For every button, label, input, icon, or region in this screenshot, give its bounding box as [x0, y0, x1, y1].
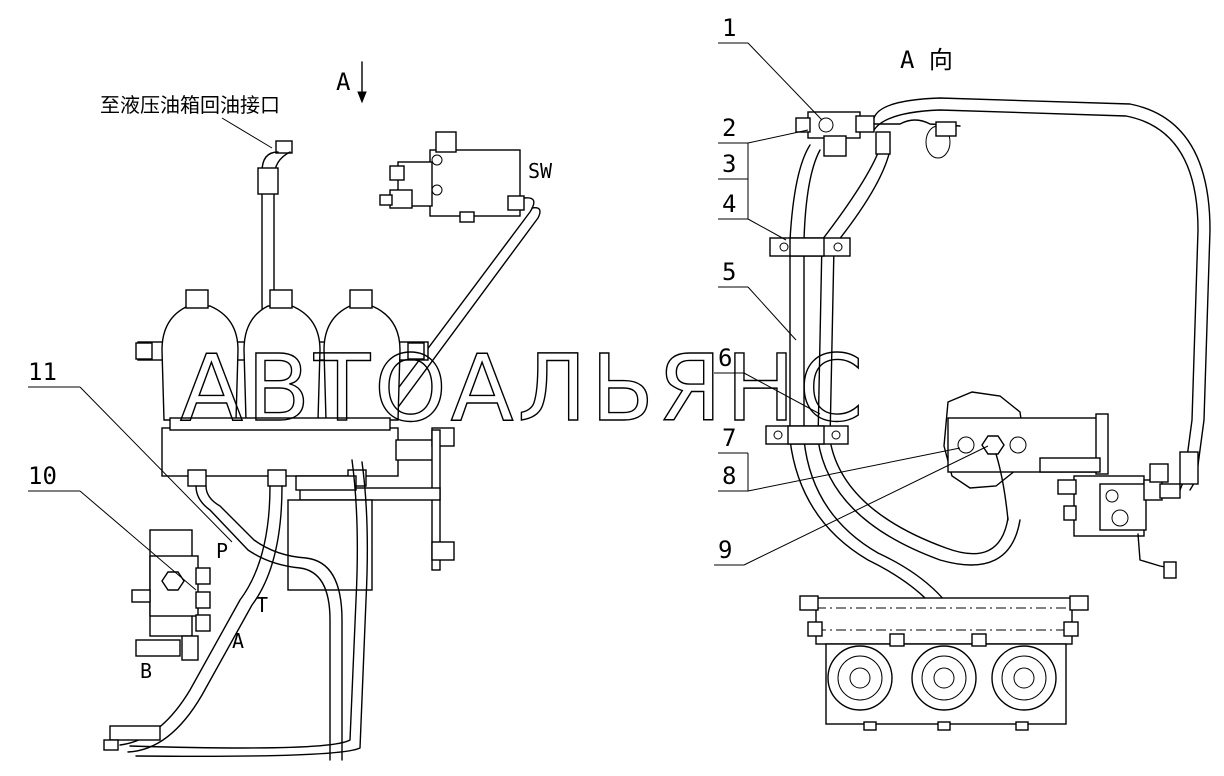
- accumulator-manifold: [161, 417, 455, 591]
- port-t-label: T: [256, 593, 268, 617]
- callout-8: 8: [722, 462, 736, 490]
- left-view: A 至液压油箱回油接口 SW: [28, 61, 553, 761]
- callout-2: 2: [722, 114, 736, 142]
- sw-valve: SW: [379, 131, 553, 223]
- callout-7: 7: [722, 424, 736, 452]
- callout-10: 10: [28, 462, 57, 490]
- left-view-title: A: [336, 68, 351, 96]
- callout-5: 5: [722, 258, 736, 286]
- filter-housing: [799, 595, 1089, 731]
- callout-6: 6: [718, 344, 732, 372]
- solenoid-valve: [1057, 463, 1181, 579]
- top-fitting: [795, 111, 961, 159]
- right-callouts: 1 2 3 4 5 6 7 8 9: [714, 14, 989, 566]
- center-valve-body: [943, 391, 1109, 521]
- sw-label: SW: [528, 159, 553, 183]
- accumulators: [135, 289, 429, 421]
- callout-9: 9: [718, 536, 732, 564]
- right-view-title: A 向: [900, 46, 953, 74]
- right-view: A 向: [714, 14, 1211, 731]
- port-p-label: P: [216, 539, 228, 563]
- watermark: АВТОАЛЬЯНС: [180, 335, 867, 442]
- callout-4: 4: [722, 190, 736, 218]
- control-valve-block: P T A B: [131, 529, 268, 683]
- callout-1: 1: [722, 14, 736, 42]
- callout-3: 3: [722, 150, 736, 178]
- return-line-note: 至液压油箱回油接口: [100, 93, 280, 117]
- port-b-label: B: [140, 659, 152, 683]
- port-a-label: A: [232, 629, 244, 653]
- callout-11: 11: [28, 358, 57, 386]
